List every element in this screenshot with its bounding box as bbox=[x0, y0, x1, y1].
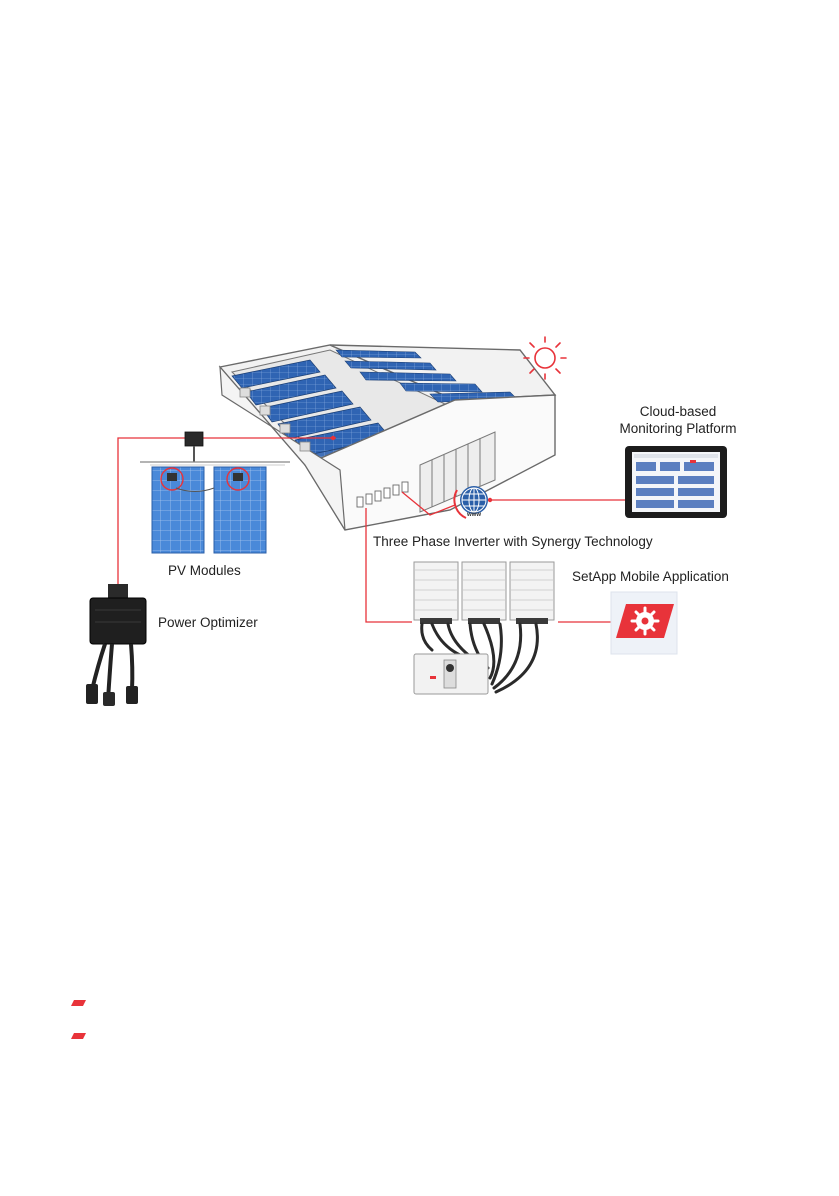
cloud-label-line-1: Cloud-based bbox=[612, 403, 744, 420]
power-optimizer-label: Power Optimizer bbox=[158, 614, 258, 631]
bullet-marker-1 bbox=[71, 1000, 86, 1006]
tablet-icon bbox=[625, 446, 727, 518]
setapp-label: SetApp Mobile Application bbox=[572, 568, 729, 585]
sun-icon bbox=[524, 337, 566, 379]
www-label: www bbox=[467, 511, 481, 519]
bullet-marker-2 bbox=[71, 1033, 86, 1039]
inverter-icon bbox=[414, 562, 554, 694]
solar-panel-icon bbox=[140, 432, 290, 553]
cloud-label-line-2: Monitoring Platform bbox=[612, 420, 744, 437]
inverter-label: Three Phase Inverter with Synergy Techno… bbox=[373, 533, 653, 550]
pv-modules-label: PV Modules bbox=[168, 562, 241, 579]
optimizer-icon bbox=[86, 584, 146, 706]
cloud-label: Cloud-based Monitoring Platform bbox=[612, 403, 744, 437]
gear-icon bbox=[611, 592, 677, 654]
